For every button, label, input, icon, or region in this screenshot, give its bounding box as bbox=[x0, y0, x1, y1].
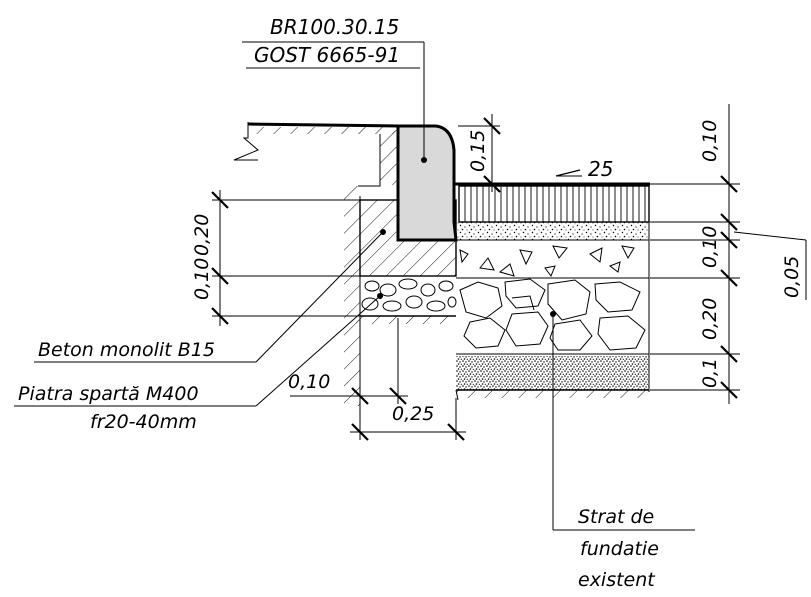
dim-left-stone: 0,10 bbox=[191, 258, 213, 300]
curb-code-label: BR100.30.15 bbox=[270, 15, 399, 39]
leveling-layer bbox=[457, 222, 649, 240]
crushed-stone-label: Piatra spartă M400 bbox=[18, 383, 199, 405]
crushed-stone-fraction-label: fr20-40mm bbox=[90, 411, 197, 433]
dim-left-concrete: 0,20 bbox=[191, 214, 213, 256]
dim-bottom-inner: 0,10 bbox=[288, 371, 330, 393]
dim-right-outer: 0,05 bbox=[781, 256, 803, 298]
leaders bbox=[14, 41, 695, 531]
dim-right-b: 0,20 bbox=[699, 298, 721, 340]
dimensions bbox=[211, 104, 807, 441]
existing-layer-label-3: existent bbox=[578, 569, 656, 591]
dim-top-right: 0,10 bbox=[699, 120, 721, 162]
dim-right-a: 0,10 bbox=[699, 226, 721, 268]
existing-layer-label-1: Strat de bbox=[578, 506, 654, 528]
dim-curb-height: 0,15 bbox=[467, 130, 489, 172]
curb-stone bbox=[398, 126, 456, 240]
dim-right-c: 0,1 bbox=[699, 358, 721, 388]
curb-standard-label: GOST 6665-91 bbox=[254, 43, 400, 67]
dim-bottom-total: 0,25 bbox=[392, 403, 434, 425]
existing-layer-label-2: fundatie bbox=[580, 538, 659, 560]
curb-assembly bbox=[233, 122, 458, 406]
concrete-label: Beton monolit B15 bbox=[38, 339, 215, 361]
asphalt-layer bbox=[459, 186, 649, 222]
annotations: BR100.30.15 GOST 6665-91 Beton monolit B… bbox=[18, 15, 803, 591]
stone-triangles-layer bbox=[459, 245, 635, 278]
slope-label: 25 bbox=[588, 157, 613, 181]
